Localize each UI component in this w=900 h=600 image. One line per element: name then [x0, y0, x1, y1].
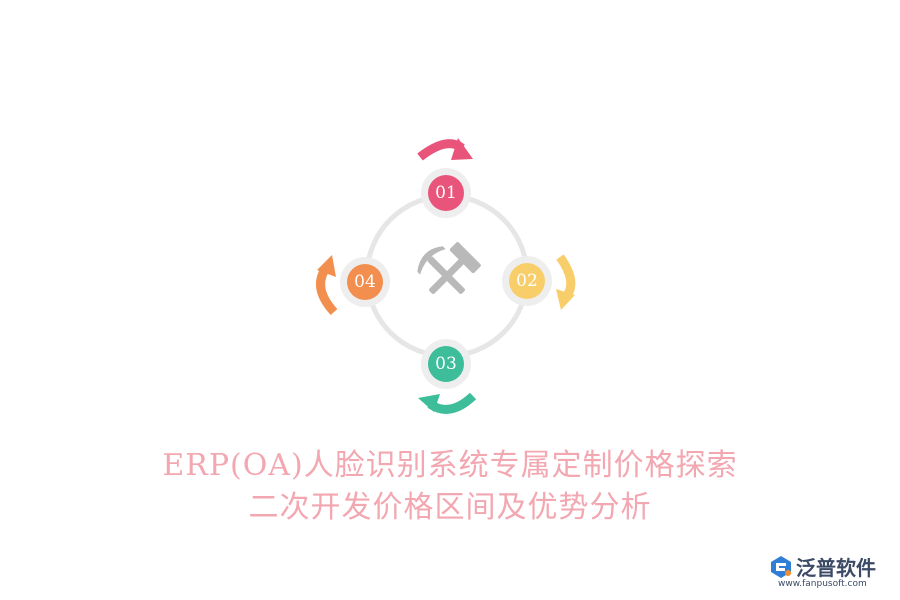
step-node-02: 02: [502, 256, 552, 306]
arrow-left-icon: [316, 255, 338, 316]
step-node-01-dot: [428, 175, 464, 211]
step-node-01: 01: [421, 168, 471, 218]
step-node-03-dot: [428, 346, 464, 382]
arrow-top-icon: [417, 138, 473, 161]
step-node-03: 03: [421, 339, 471, 389]
step-node-04: 04: [340, 257, 390, 307]
step-node-04-label: 04: [354, 272, 376, 292]
brand-name: 泛普软件: [796, 556, 876, 580]
page-title-line-2: 二次开发价格区间及优势分析: [248, 490, 652, 525]
step-node-03-label: 03: [435, 354, 457, 374]
page-title-line-1: ERP(OA)人脸识别系统专属定制价格探索: [162, 448, 738, 483]
arrow-right-icon: [556, 254, 576, 310]
brand-url: www.fanpusoft.com: [778, 579, 867, 589]
step-node-04-dot: [347, 264, 383, 300]
hammer-pickaxe-icon: [417, 242, 481, 294]
brand-logo: 泛普软件 www.fanpusoft.com: [768, 552, 892, 592]
brand-mark-icon: [771, 556, 791, 578]
step-node-01-label: 01: [435, 183, 457, 203]
step-node-02-dot: [509, 263, 545, 299]
step-node-02-label: 02: [516, 271, 538, 291]
arrow-bottom-icon: [418, 392, 477, 414]
